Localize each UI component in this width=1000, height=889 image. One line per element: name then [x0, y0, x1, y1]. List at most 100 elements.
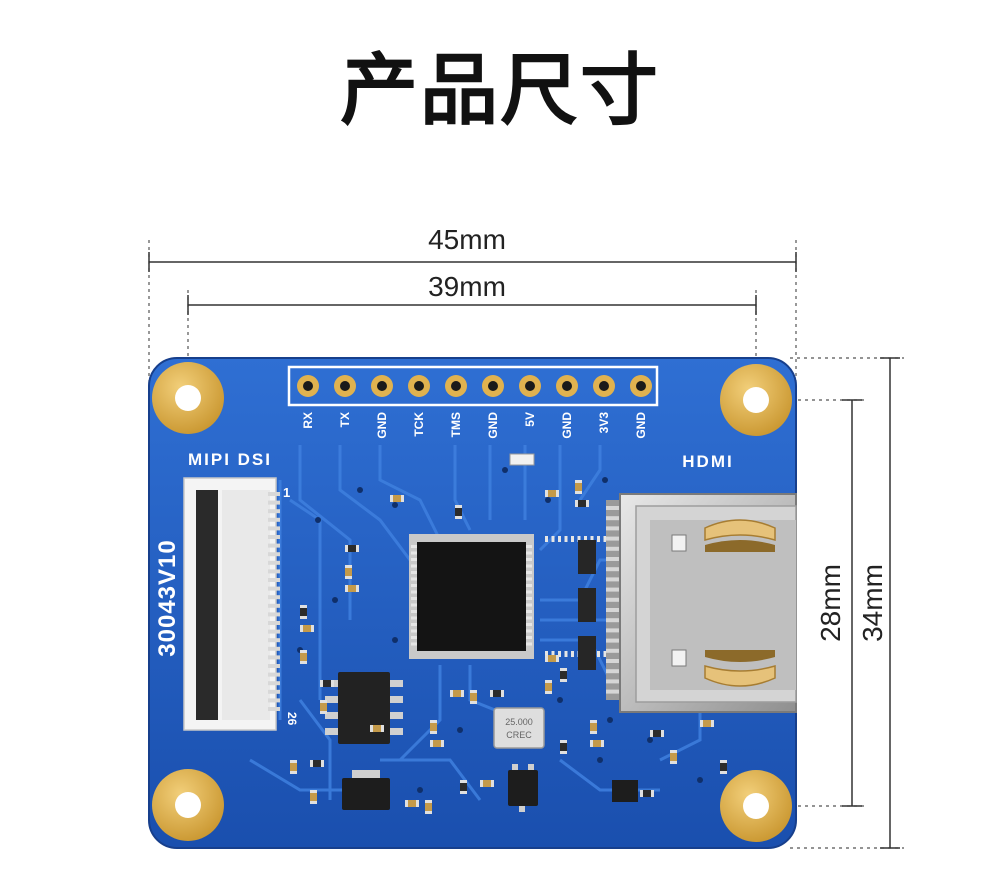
smd-component — [345, 565, 352, 579]
pcb-vias — [297, 467, 703, 793]
pin-label: TMS — [449, 412, 463, 437]
regulator-bottom-left — [342, 770, 390, 810]
smd-component — [575, 500, 589, 507]
header-pin — [593, 375, 615, 397]
smd-component — [670, 750, 677, 764]
fpc-pin — [268, 500, 280, 505]
smd-component — [320, 700, 327, 714]
header-pin — [445, 375, 467, 397]
smd-component — [300, 605, 307, 619]
fpc-pin — [268, 698, 280, 703]
fpc-pin — [268, 517, 280, 522]
smd-component — [450, 690, 464, 697]
smd-component — [700, 720, 714, 727]
smd-component — [545, 655, 559, 662]
smd-component — [300, 650, 307, 664]
status-led — [509, 453, 535, 466]
pin-header-pins — [297, 375, 652, 397]
fpc-pin — [268, 638, 280, 643]
fpc-pin — [268, 655, 280, 660]
dimension-hole-height: 28mm — [756, 399, 866, 807]
smd-component — [575, 480, 582, 494]
pin-label: TX — [338, 412, 352, 427]
mipi-fpc-connector: 1 26 — [183, 477, 299, 731]
mounting-hole-top-right — [720, 364, 792, 436]
smd-component — [480, 780, 494, 787]
fpc-pin — [268, 603, 280, 608]
smd-component — [310, 790, 317, 804]
hdmi-pin — [606, 618, 621, 623]
smd-component — [590, 740, 604, 747]
hdmi-pin — [606, 557, 621, 561]
board-id-label: 30043V10 — [154, 539, 181, 656]
fpc-pin — [268, 509, 280, 514]
hdmi-pin — [606, 577, 621, 582]
hdmi-pin — [606, 567, 621, 572]
hdmi-pin — [606, 597, 621, 602]
hdmi-pin — [606, 526, 621, 531]
pin-last-label: 26 — [285, 712, 299, 726]
dimension-overall-height: 34mm — [790, 357, 904, 849]
crystal-text: 25.000 — [505, 717, 533, 727]
hdmi-pin — [606, 587, 621, 592]
hdmi-pin — [606, 506, 621, 510]
fpc-pin — [268, 681, 280, 686]
fpc-pin — [268, 535, 280, 539]
header-pin — [334, 375, 356, 397]
smd-component — [425, 800, 432, 814]
dimension-hole-width: 39mm — [187, 271, 757, 400]
hdmi-pin — [606, 536, 621, 541]
hdmi-pin — [606, 608, 621, 612]
header-pin — [556, 375, 578, 397]
pin-label: GND — [375, 412, 389, 439]
smd-component — [545, 680, 552, 694]
mipi-dsi-label: MIPI DSI — [188, 450, 272, 469]
hdmi-pin — [606, 516, 621, 521]
regulator-bottom-mid — [508, 764, 538, 812]
fpc-pin — [268, 707, 280, 711]
smd-component — [640, 790, 654, 797]
smd-component — [345, 585, 359, 592]
crystal-sub-text: CREC — [506, 730, 532, 740]
hdmi-pin — [606, 659, 621, 663]
fpc-pin — [268, 621, 280, 625]
smd-component — [310, 760, 324, 767]
fpc-pin — [268, 689, 280, 694]
smd-component — [545, 490, 559, 497]
smd-component — [370, 725, 384, 732]
main-chip — [409, 534, 646, 659]
hdmi-pin — [606, 648, 621, 653]
hdmi-pin — [606, 689, 621, 694]
fpc-pin — [268, 543, 280, 548]
hdmi-pin — [606, 628, 621, 633]
fpc-pin — [268, 526, 280, 531]
smd-component — [430, 720, 437, 734]
hdmi-pin — [606, 638, 621, 643]
hdmi-pins — [606, 506, 621, 694]
small-components — [290, 480, 727, 814]
smd-component — [560, 668, 567, 682]
fpc-pin — [268, 646, 280, 651]
header-pin — [630, 375, 652, 397]
hole-width-label: 39mm — [428, 271, 506, 302]
fpc-pin — [268, 672, 280, 677]
fpc-pin — [268, 492, 280, 496]
smd-component — [345, 545, 359, 552]
fpc-pin — [268, 560, 280, 565]
fpc-pin — [268, 578, 280, 582]
hdmi-pin — [606, 679, 621, 684]
hole-height-label: 28mm — [815, 564, 846, 642]
fpc-pin — [268, 586, 280, 591]
smd-component — [300, 625, 314, 632]
hdmi-pin — [606, 669, 621, 674]
smd-component — [560, 740, 567, 754]
pin-label: GND — [560, 412, 574, 439]
smd-component — [590, 720, 597, 734]
header-pin — [482, 375, 504, 397]
smd-component — [290, 760, 297, 774]
resistor-arrays — [578, 540, 596, 670]
fpc-pin — [268, 595, 280, 600]
